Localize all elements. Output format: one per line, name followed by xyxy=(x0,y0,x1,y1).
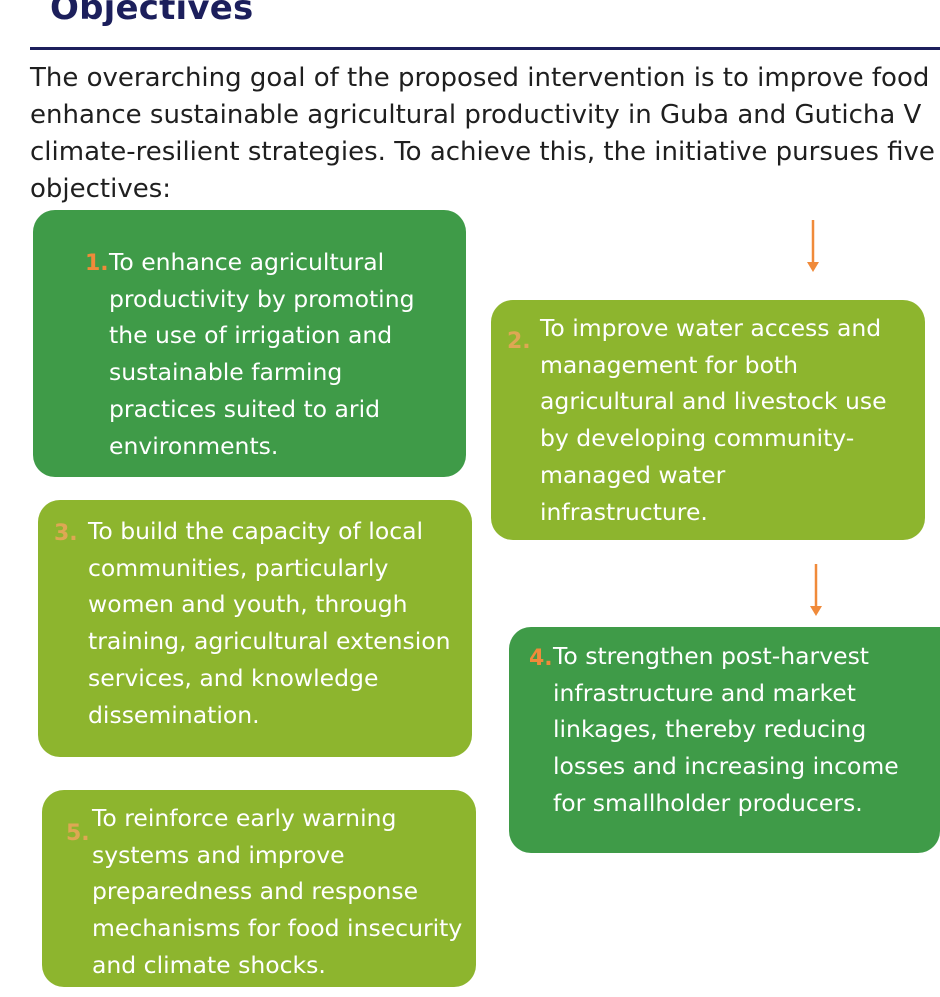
objective-line: infrastructure and market xyxy=(553,678,856,707)
objective-line: dissemination. xyxy=(88,700,260,729)
objective-line: preparedness and response xyxy=(92,877,419,906)
page-title: Objectives xyxy=(50,0,254,28)
objective-line: sustainable farming xyxy=(109,358,343,387)
objective-number: 4. xyxy=(529,646,553,671)
objective-card-4: 4. To strengthen post-harvest infrastruc… xyxy=(509,627,940,853)
intro-line: enhance sustainable agricultural product… xyxy=(30,100,922,130)
objective-line: managed water xyxy=(540,460,726,489)
objective-line: agricultural and livestock use xyxy=(540,387,887,416)
intro-line: objectives: xyxy=(30,174,172,204)
objective-line: by developing community- xyxy=(540,424,855,453)
objective-line: To enhance agricultural xyxy=(109,248,385,276)
objective-line: the use of irrigation and xyxy=(109,321,393,350)
objective-line: environments. xyxy=(109,431,279,460)
objective-line: services, and knowledge xyxy=(88,663,379,692)
title-underline xyxy=(30,47,940,50)
down-arrow-icon xyxy=(807,220,819,272)
objective-line: To build the capacity of local xyxy=(88,517,424,545)
intro-line: climate-resilient strategies. To achieve… xyxy=(30,137,935,167)
objective-line: losses and increasing income xyxy=(553,752,899,781)
objective-card-3: 3. To build the capacity of local commun… xyxy=(38,500,472,757)
down-arrow-icon xyxy=(810,564,822,616)
objective-line: for smallholder producers. xyxy=(553,788,863,817)
objective-number: 2. xyxy=(507,329,531,354)
objective-line: communities, particularly xyxy=(88,553,389,582)
objective-line: practices suited to arid xyxy=(109,394,381,423)
objective-number: 5. xyxy=(66,821,90,846)
intro-paragraph: The overarching goal of the proposed int… xyxy=(30,60,940,208)
objective-line: women and youth, through xyxy=(88,590,408,619)
objective-line: linkages, thereby reducing xyxy=(553,715,867,744)
objective-card-2: 2. To improve water access and managemen… xyxy=(491,300,925,540)
objective-line: mechanisms for food insecurity xyxy=(92,914,463,943)
objective-number: 3. xyxy=(54,521,78,546)
objective-card-1: 1. To enhance agricultural productivity … xyxy=(33,210,466,477)
objective-line: infrastructure. xyxy=(540,497,708,526)
objective-line: and climate shocks. xyxy=(92,950,326,979)
objective-line: systems and improve xyxy=(92,840,345,869)
objective-line: To reinforce early warning xyxy=(92,804,397,832)
objective-line: management for both xyxy=(540,350,799,379)
objective-line: productivity by promoting xyxy=(109,284,415,313)
objective-line: training, agricultural extension xyxy=(88,627,451,656)
objective-line: To strengthen post-harvest xyxy=(553,642,870,670)
intro-line: The overarching goal of the proposed int… xyxy=(30,63,930,93)
objective-number: 1. xyxy=(85,251,109,276)
objective-line: To improve water access and xyxy=(540,314,882,342)
objective-card-5: 5. To reinforce early warning systems an… xyxy=(42,790,476,987)
